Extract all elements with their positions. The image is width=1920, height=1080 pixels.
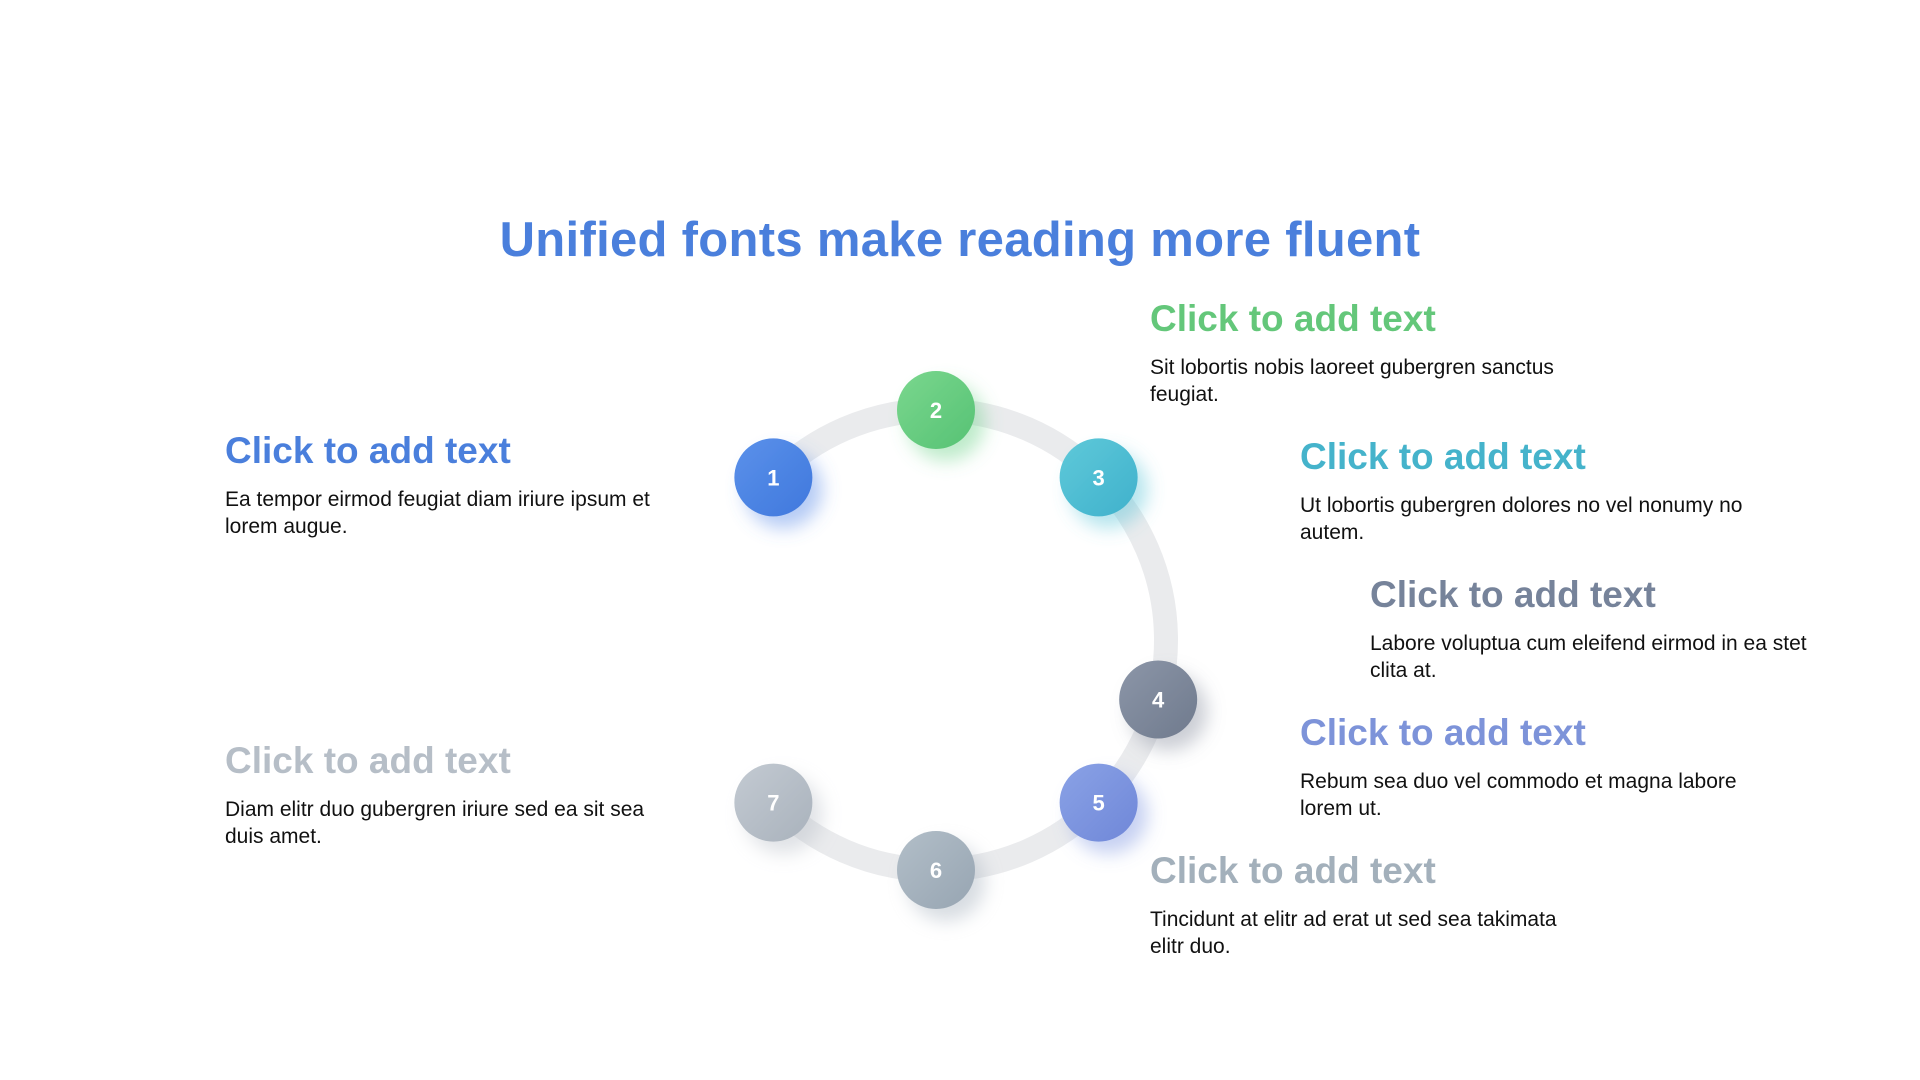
- step-node-2[interactable]: 2: [897, 371, 975, 449]
- text-item-7[interactable]: Click to add text Diam elitr duo gubergr…: [225, 738, 665, 850]
- step-circle-2[interactable]: [897, 371, 975, 449]
- text-item-6[interactable]: Click to add text Tincidunt at elitr ad …: [1150, 848, 1590, 960]
- step-circle-5[interactable]: [1059, 763, 1138, 842]
- item-desc-5[interactable]: Rebum sea duo vel commodo et magna labor…: [1300, 770, 1737, 820]
- step-node-1[interactable]: 1: [734, 438, 813, 517]
- item-desc-4[interactable]: Labore voluptua cum eleifend eirmod in e…: [1370, 632, 1807, 682]
- item-desc-2[interactable]: Sit lobortis nobis laoreet gubergren san…: [1150, 356, 1554, 406]
- item-desc-6[interactable]: Tincidunt at elitr ad erat ut sed sea ta…: [1150, 908, 1557, 958]
- item-title-5[interactable]: Click to add text: [1300, 712, 1586, 753]
- step-number-3: 3: [1093, 465, 1105, 490]
- item-title-3[interactable]: Click to add text: [1300, 436, 1586, 477]
- item-desc-3[interactable]: Ut lobortis gubergren dolores no vel non…: [1300, 494, 1743, 544]
- text-item-3[interactable]: Click to add text Ut lobortis gubergren …: [1300, 434, 1790, 546]
- step-circle-3[interactable]: [1059, 438, 1138, 517]
- step-number-2: 2: [930, 398, 942, 423]
- step-number-6: 6: [930, 858, 942, 883]
- text-item-4[interactable]: Click to add text Labore voluptua cum el…: [1370, 572, 1810, 684]
- step-circle-1[interactable]: [734, 438, 813, 517]
- step-circle-4[interactable]: [1119, 660, 1198, 739]
- step-node-4[interactable]: 4: [1119, 660, 1198, 739]
- step-number-4: 4: [1152, 688, 1165, 713]
- item-title-1[interactable]: Click to add text: [225, 430, 511, 471]
- nodes-layer: 1 2 3 4 5 6 7: [734, 371, 1198, 909]
- step-number-1: 1: [767, 465, 779, 490]
- step-node-3[interactable]: 3: [1059, 438, 1138, 517]
- step-number-5: 5: [1093, 791, 1105, 816]
- text-item-2[interactable]: Click to add text Sit lobortis nobis lao…: [1150, 296, 1590, 408]
- item-desc-7[interactable]: Diam elitr duo gubergren iriure sed ea s…: [225, 798, 645, 848]
- step-circle-7[interactable]: [734, 763, 813, 842]
- item-title-2[interactable]: Click to add text: [1150, 298, 1436, 339]
- text-item-5[interactable]: Click to add text Rebum sea duo vel comm…: [1300, 710, 1790, 822]
- item-title-7[interactable]: Click to add text: [225, 740, 511, 781]
- step-node-7[interactable]: 7: [734, 763, 813, 842]
- step-node-5[interactable]: 5: [1059, 763, 1138, 842]
- step-circle-6[interactable]: [897, 831, 975, 909]
- step-number-7: 7: [767, 791, 779, 816]
- item-title-4[interactable]: Click to add text: [1370, 574, 1656, 615]
- text-item-1[interactable]: Click to add text Ea tempor eirmod feugi…: [225, 428, 665, 540]
- item-title-6[interactable]: Click to add text: [1150, 850, 1436, 891]
- slide-title[interactable]: Unified fonts make reading more fluent: [499, 213, 1421, 267]
- item-desc-1[interactable]: Ea tempor eirmod feugiat diam iriure ips…: [225, 488, 650, 538]
- step-node-6[interactable]: 6: [897, 831, 975, 909]
